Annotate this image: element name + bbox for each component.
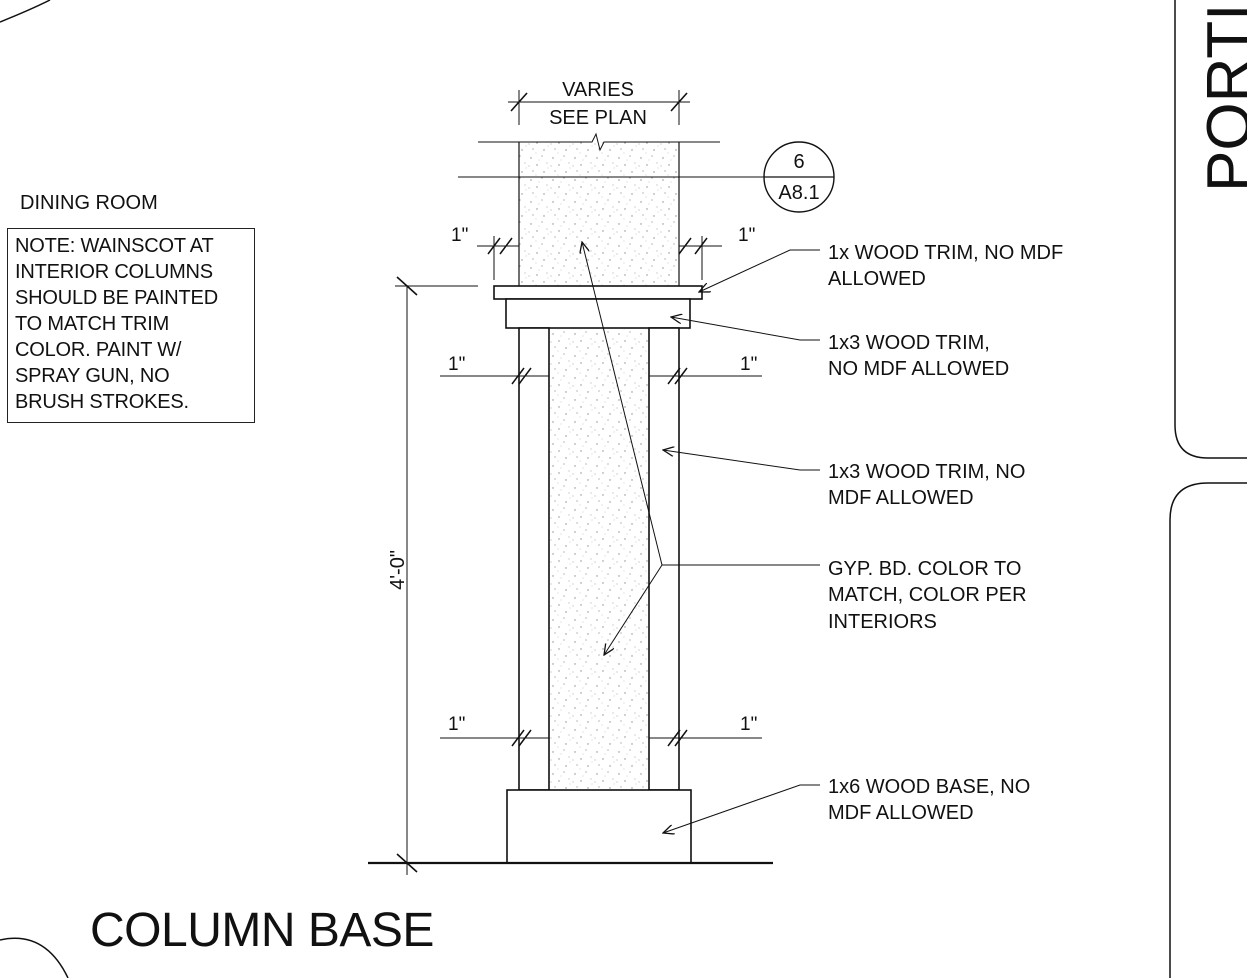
adjacent-detail-arc-top — [0, 0, 51, 23]
cap-trim — [493, 285, 703, 300]
callout-3: 1x3 WOOD TRIM, NO MDF ALLOWED — [828, 461, 1025, 509]
svg-text:1x6 WOOD BASE, NO: 1x6 WOOD BASE, NO — [828, 776, 1030, 798]
upper-gyp-board — [519, 142, 679, 286]
height-dimension: 4'-0" — [387, 276, 478, 875]
room-label: DINING ROOM — [20, 192, 158, 214]
svg-text:INTERIORS: INTERIORS — [828, 611, 937, 633]
reveal-dim-bottom-right: 1" — [649, 714, 762, 747]
note-line: TO MATCH TRIM — [15, 313, 170, 335]
right-stile — [648, 327, 680, 791]
reveal-dim-mid-left: 1" — [440, 354, 549, 385]
left-stile — [518, 327, 550, 791]
note-line: INTERIOR COLUMNS — [15, 261, 213, 283]
note-line: COLOR. PAINT W/ — [15, 339, 182, 361]
width-dim-line2: SEE PLAN — [549, 107, 647, 129]
note-line: SHOULD BE PAINTED — [15, 287, 218, 309]
width-dimension: VARIES SEE PLAN — [508, 79, 690, 129]
svg-text:1x WOOD TRIM, NO MDF: 1x WOOD TRIM, NO MDF — [828, 242, 1063, 264]
svg-text:1": 1" — [740, 354, 757, 375]
right-border-panel-bottom — [1169, 482, 1247, 978]
detail-title: COLUMN BASE — [90, 904, 434, 957]
wood-base — [506, 789, 692, 864]
svg-text:MATCH, COLOR PER: MATCH, COLOR PER — [828, 584, 1027, 606]
detail-ref-number: 6 — [793, 151, 804, 173]
svg-text:1x3 WOOD TRIM,: 1x3 WOOD TRIM, — [828, 332, 990, 354]
callout-1: 1x WOOD TRIM, NO MDF ALLOWED — [828, 242, 1063, 290]
svg-text:1x3 WOOD TRIM, NO: 1x3 WOOD TRIM, NO — [828, 461, 1025, 483]
callout-leaders — [582, 242, 820, 833]
svg-text:1": 1" — [448, 714, 465, 735]
callout-5: 1x6 WOOD BASE, NO MDF ALLOWED — [828, 776, 1030, 824]
frieze-trim — [505, 298, 691, 329]
reveal-dim-bottom-left: 1" — [440, 714, 549, 747]
reveal-dim-top-left: 1" — [451, 225, 519, 280]
detail-ref-sheet: A8.1 — [778, 182, 819, 204]
svg-text:NO MDF ALLOWED: NO MDF ALLOWED — [828, 358, 1009, 380]
detail-reference-bubble: 6 A8.1 — [763, 141, 835, 213]
note-line: SPRAY GUN, NO — [15, 365, 170, 387]
svg-text:1": 1" — [738, 225, 755, 246]
svg-text:MDF ALLOWED: MDF ALLOWED — [828, 487, 974, 509]
svg-text:1": 1" — [740, 714, 757, 735]
wainscot-note-box: NOTE: WAINSCOT AT INTERIOR COLUMNS SHOUL… — [7, 228, 255, 423]
callout-2: 1x3 WOOD TRIM, NO MDF ALLOWED — [828, 332, 1009, 380]
height-dim-label: 4'-0" — [387, 550, 409, 590]
svg-text:GYP. BD. COLOR TO: GYP. BD. COLOR TO — [828, 558, 1021, 580]
detail-title-bubble-arc — [0, 937, 69, 978]
note-line: BRUSH STROKES. — [15, 391, 189, 413]
svg-text:1": 1" — [448, 354, 465, 375]
svg-text:MDF ALLOWED: MDF ALLOWED — [828, 802, 974, 824]
reveal-dim-mid-right: 1" — [649, 354, 762, 385]
right-border-label: PORTI — [1195, 4, 1247, 192]
svg-text:ALLOWED: ALLOWED — [828, 268, 926, 290]
callout-4: GYP. BD. COLOR TO MATCH, COLOR PER INTER… — [828, 558, 1027, 633]
break-line — [478, 132, 720, 152]
right-border-panel-top — [1174, 0, 1247, 459]
gyp-board-panel — [548, 327, 650, 791]
note-line: NOTE: WAINSCOT AT — [15, 235, 214, 257]
reveal-dim-top-right: 1" — [678, 225, 755, 280]
svg-text:1": 1" — [451, 225, 468, 246]
width-dim-line1: VARIES — [562, 79, 634, 101]
